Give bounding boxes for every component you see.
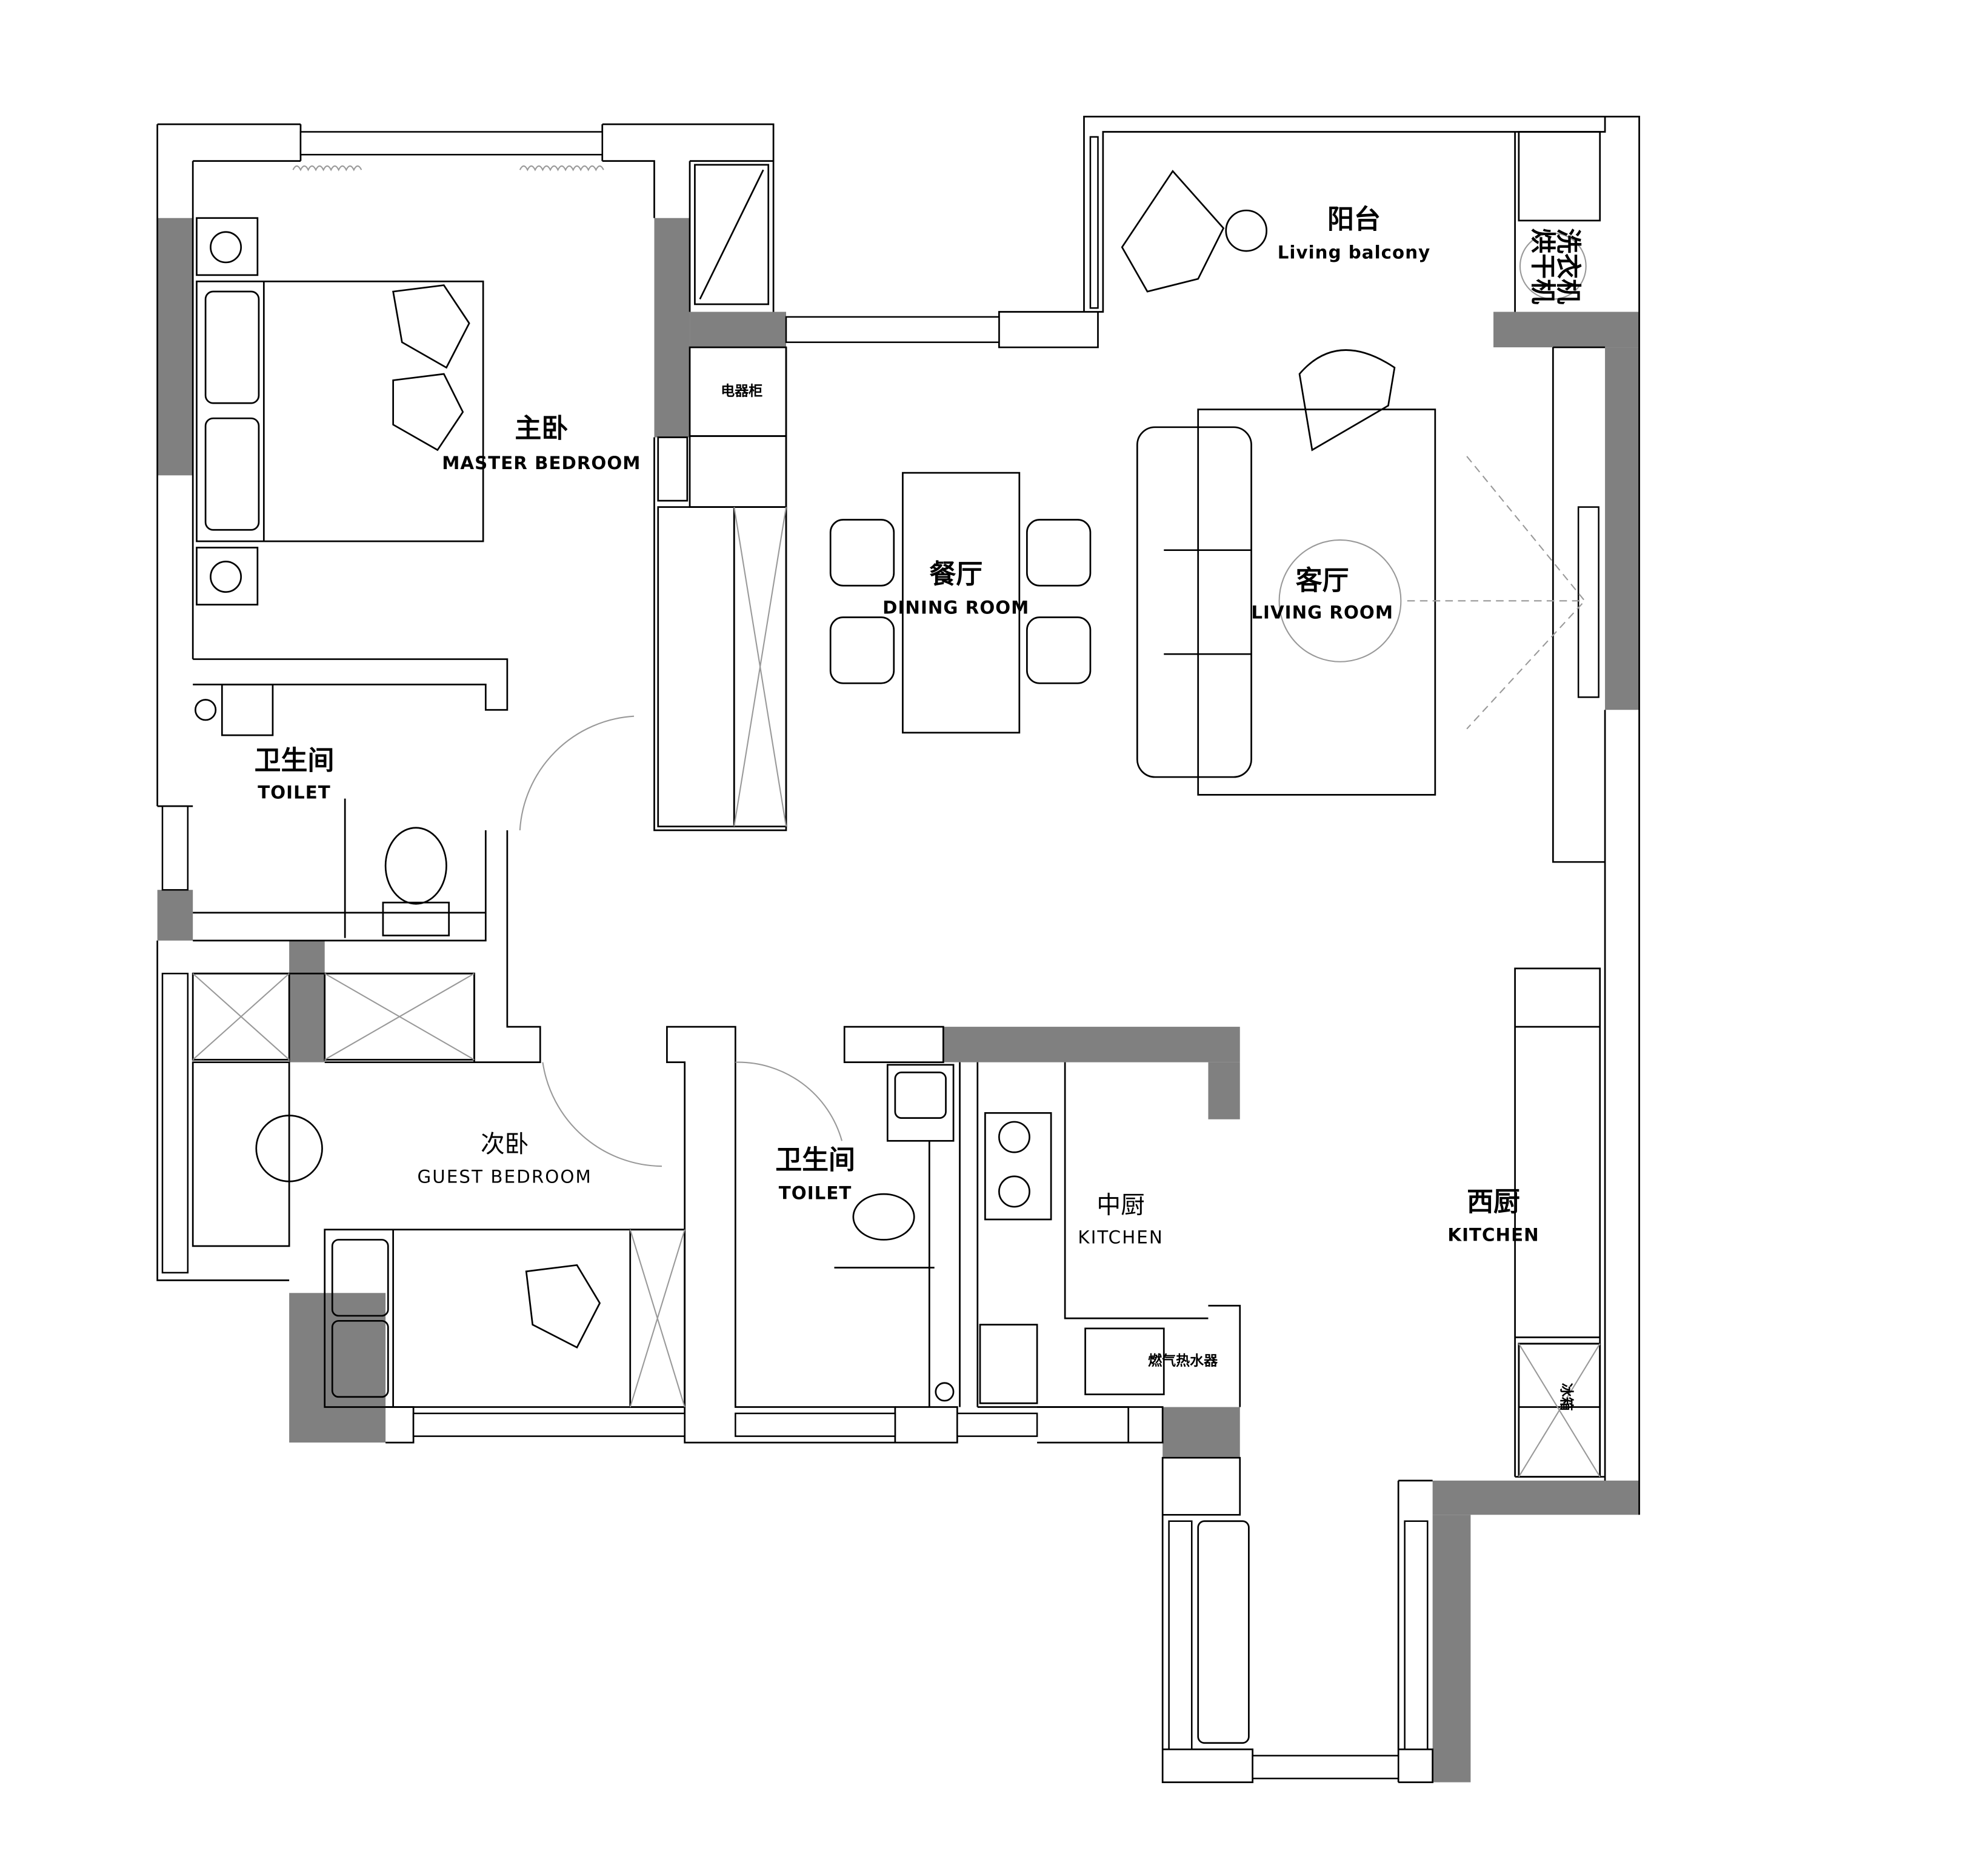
- western-kitchen-cn: 西厨: [1467, 1186, 1520, 1217]
- kitchen-fixtures: [979, 1062, 1209, 1404]
- living-room-en: LIVING ROOM: [1251, 602, 1393, 623]
- windows: [161, 131, 1599, 1779]
- refrigerator-label: 冰箱: [1558, 1383, 1575, 1411]
- door-swing: [519, 715, 635, 830]
- balcony-furniture: [1121, 131, 1601, 1744]
- guest-toilet-cn: 卫生间: [775, 1144, 855, 1175]
- master-toilet-en: TOILET: [258, 782, 331, 803]
- living-room-cn: 客厅: [1296, 565, 1349, 596]
- chinese-kitchen-cn: 中厨: [1096, 1192, 1144, 1219]
- dining-room-en: DINING ROOM: [882, 597, 1029, 618]
- master-toilet-fixtures: [193, 684, 486, 938]
- room-labels: 主卧 MASTER BEDROOM 卫生间 TOILET 次卧 GUEST BE…: [255, 204, 1539, 1247]
- dining-table: [829, 472, 1092, 734]
- guest-toilet-fixtures: [735, 1061, 955, 1407]
- appliance-cabinet-label: 电器柜: [721, 384, 762, 399]
- guest-bedroom-en: GUEST BEDROOM: [418, 1166, 592, 1187]
- walls: [156, 116, 1640, 1783]
- guest-bedroom-cn: 次卧: [481, 1130, 529, 1158]
- guest-bedroom-furniture: [192, 972, 686, 1408]
- wardrobe: [657, 164, 787, 827]
- master-bed: [196, 217, 484, 605]
- western-kitchen-en: KITCHEN: [1447, 1225, 1539, 1246]
- balcony-en: Living balcony: [1278, 242, 1431, 263]
- living-furniture: [1136, 349, 1586, 796]
- chinese-kitchen-en: KITCHEN: [1078, 1227, 1163, 1248]
- washing-machine-label: 洗衣机: [1553, 228, 1583, 304]
- master-toilet-cn: 卫生间: [255, 745, 335, 776]
- master-bedroom-en: MASTER BEDROOM: [442, 453, 641, 473]
- dining-room-cn: 餐厅: [929, 559, 982, 590]
- balcony-cn: 阳台: [1327, 204, 1381, 235]
- master-bedroom-cn: 主卧: [515, 413, 568, 444]
- structural-columns: [157, 218, 1639, 1783]
- gas-water-heater-label: 燃气热水器: [1148, 1353, 1218, 1369]
- guest-toilet-en: TOILET: [779, 1183, 852, 1204]
- dryer-label: 烘干机: [1528, 228, 1558, 304]
